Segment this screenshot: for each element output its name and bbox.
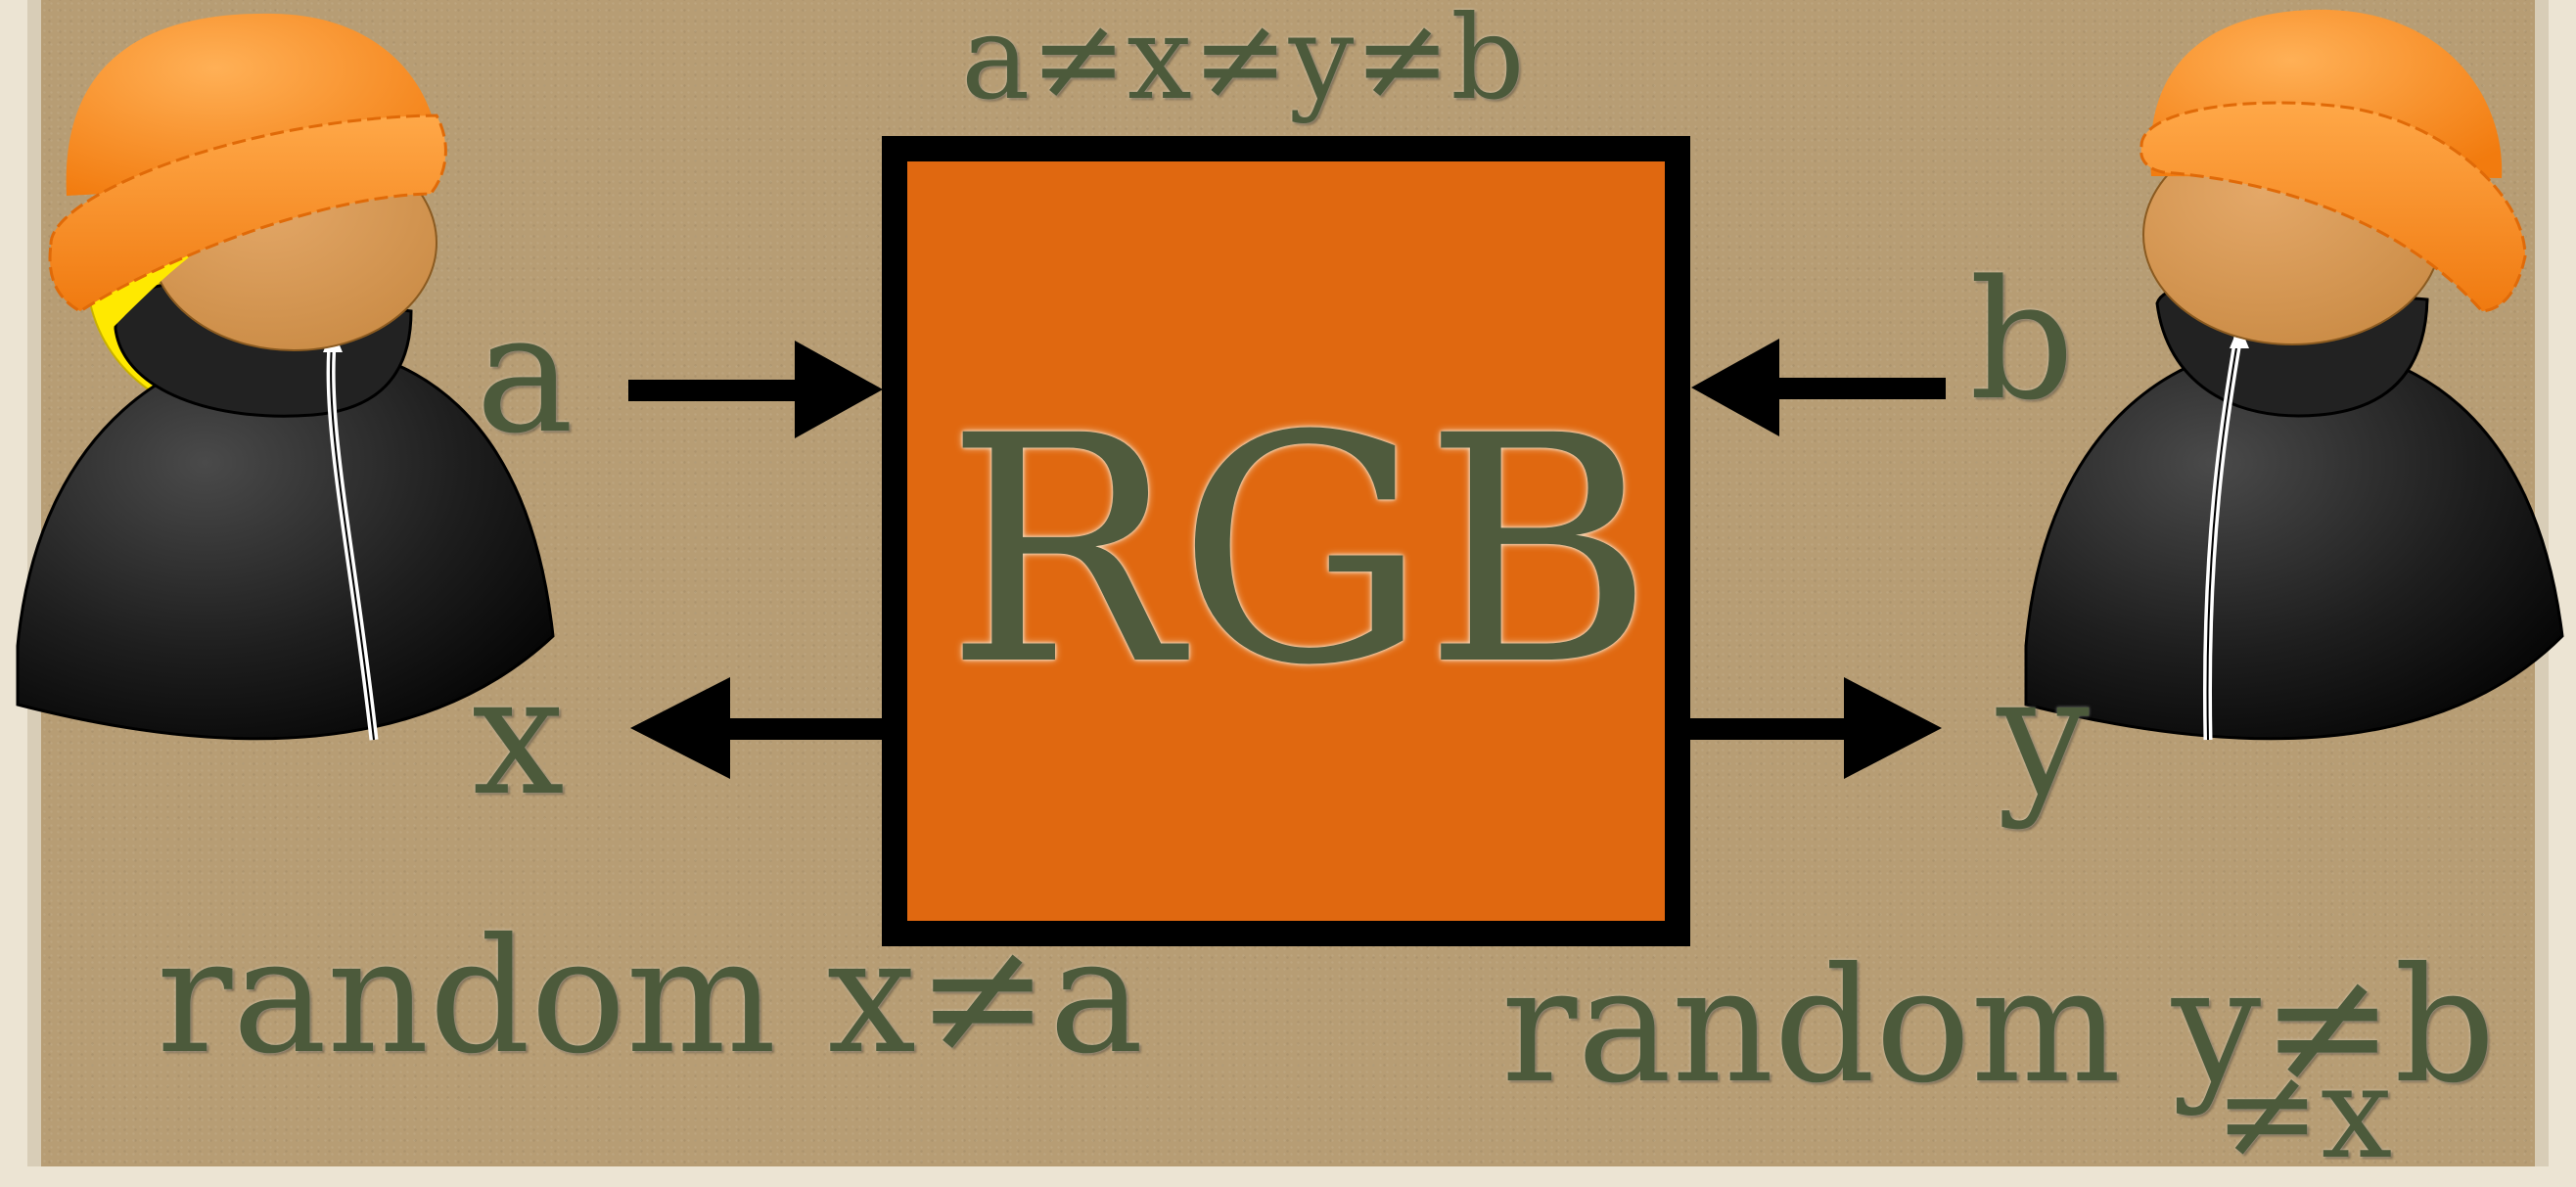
arrow-a-to-box <box>628 341 883 438</box>
condition-label: a≠x≠y≠b <box>961 0 1525 125</box>
right-caption-continuation: ≠x <box>2214 1038 2393 1187</box>
right-caption: random y≠b <box>1501 935 2496 1119</box>
input-b-label: b <box>1969 245 2075 436</box>
arrow-box-to-y <box>1689 677 1942 779</box>
arrow-b-to-box <box>1691 339 1946 436</box>
output-x-label: x <box>472 640 565 832</box>
box-label: RGB <box>945 370 1654 734</box>
input-a-label: a <box>476 278 575 470</box>
output-y-label: y <box>1997 640 2090 832</box>
left-caption: random x≠a <box>157 905 1144 1089</box>
right-person-icon <box>2024 9 2564 741</box>
left-person-icon <box>16 13 555 741</box>
rgb-box <box>882 136 1690 946</box>
arrow-box-to-x <box>630 677 885 779</box>
